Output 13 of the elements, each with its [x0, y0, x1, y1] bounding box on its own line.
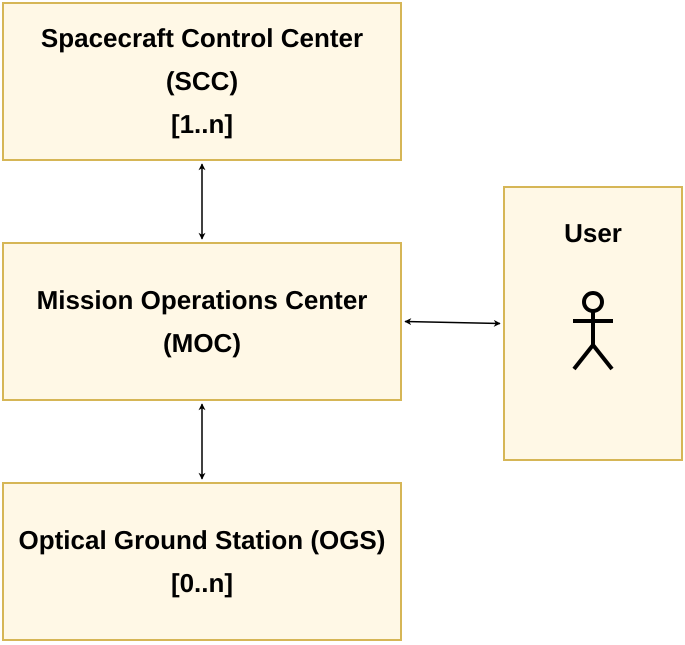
process-box	[2, 2, 402, 161]
double-arrow	[198, 403, 206, 480]
box-label: [1..n]	[170, 108, 234, 141]
box-label: Spacecraft Control Center (SCC)	[40, 22, 364, 98]
process-box	[2, 242, 402, 401]
box-label: User	[564, 217, 622, 250]
process-box	[2, 482, 402, 641]
double-arrow	[198, 163, 206, 240]
box-label: [0..n]	[170, 566, 234, 600]
process-box	[503, 186, 683, 461]
double-arrow	[404, 318, 501, 327]
box-label: Optical Ground Station (OGS)	[18, 524, 386, 556]
box-label: Mission Operations Center (MOC)	[36, 284, 368, 360]
